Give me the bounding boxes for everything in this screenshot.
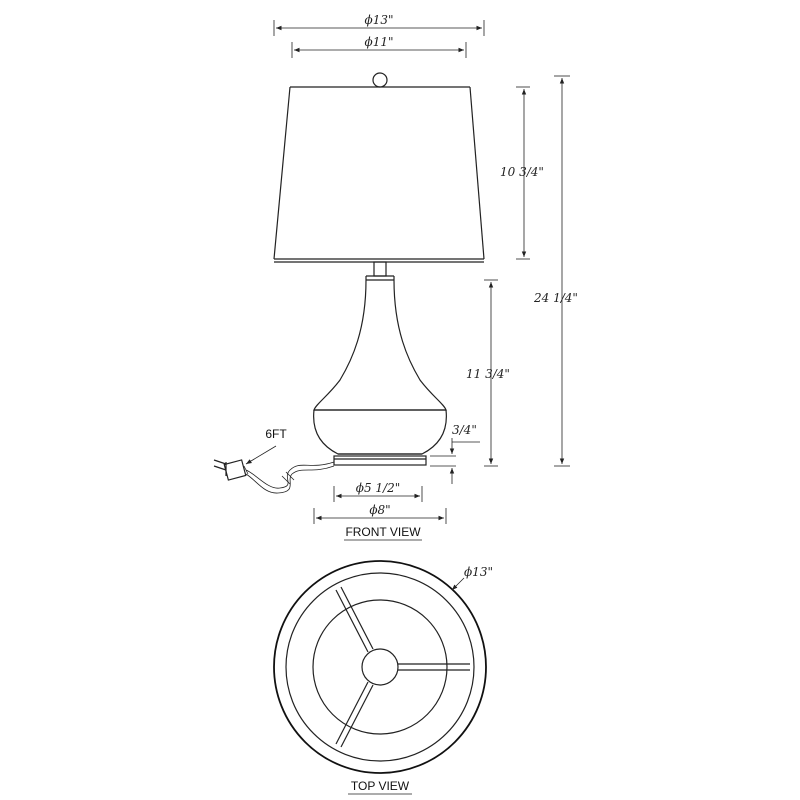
lamp-neck: [365, 261, 395, 281]
dim-base-diameter: ϕ8": [313, 503, 447, 524]
shade-inner-ring: [285, 572, 475, 762]
total-height-label: 24 1/4": [533, 291, 578, 305]
dim-shade-height: 10 3/4": [500, 86, 544, 260]
front-view-caption: FRONT VIEW: [344, 525, 422, 541]
plinth-diameter-label: ϕ5 1/2": [356, 481, 400, 495]
dim-cord-length: 6FT: [245, 427, 287, 465]
lamp-shade: [273, 72, 485, 263]
shade-height-label: 10 3/4": [500, 165, 544, 179]
top-view-caption: TOP VIEW: [348, 779, 412, 795]
cord-length-label: 6FT: [265, 427, 287, 441]
top-view-diameter-label: ϕ13": [464, 565, 493, 579]
dim-shade-bottom-diameter: ϕ11": [291, 35, 467, 58]
base-diameter-label: ϕ8": [369, 503, 390, 517]
dim-total-height: 24 1/4": [533, 75, 578, 467]
top-view-label: TOP VIEW: [351, 779, 410, 793]
dim-shade-top-diameter: ϕ13": [273, 13, 485, 36]
dim-plinth-height: 3/4": [430, 423, 480, 484]
plug: [213, 459, 249, 481]
front-view-label: FRONT VIEW: [345, 525, 421, 539]
shade-outer-ring: [273, 560, 487, 774]
plinth-height-label: 3/4": [452, 423, 477, 437]
finial: [372, 72, 388, 88]
shade-bottom-diameter-label: ϕ11": [365, 35, 394, 49]
center-hub: [361, 648, 399, 686]
dim-plinth-diameter: ϕ5 1/2": [333, 481, 423, 502]
dim-top-view-diameter: ϕ13": [451, 565, 493, 591]
harp-ring: [312, 599, 448, 735]
base-body-height-label: 11 3/4": [466, 367, 510, 381]
power-cord: [245, 461, 335, 494]
lamp-plinth: [333, 455, 427, 466]
shade-top-diameter-label: ϕ13": [365, 13, 394, 27]
lamp-body: [313, 279, 447, 455]
dim-base-body-height: 11 3/4": [466, 279, 510, 467]
top-view: [273, 560, 487, 774]
